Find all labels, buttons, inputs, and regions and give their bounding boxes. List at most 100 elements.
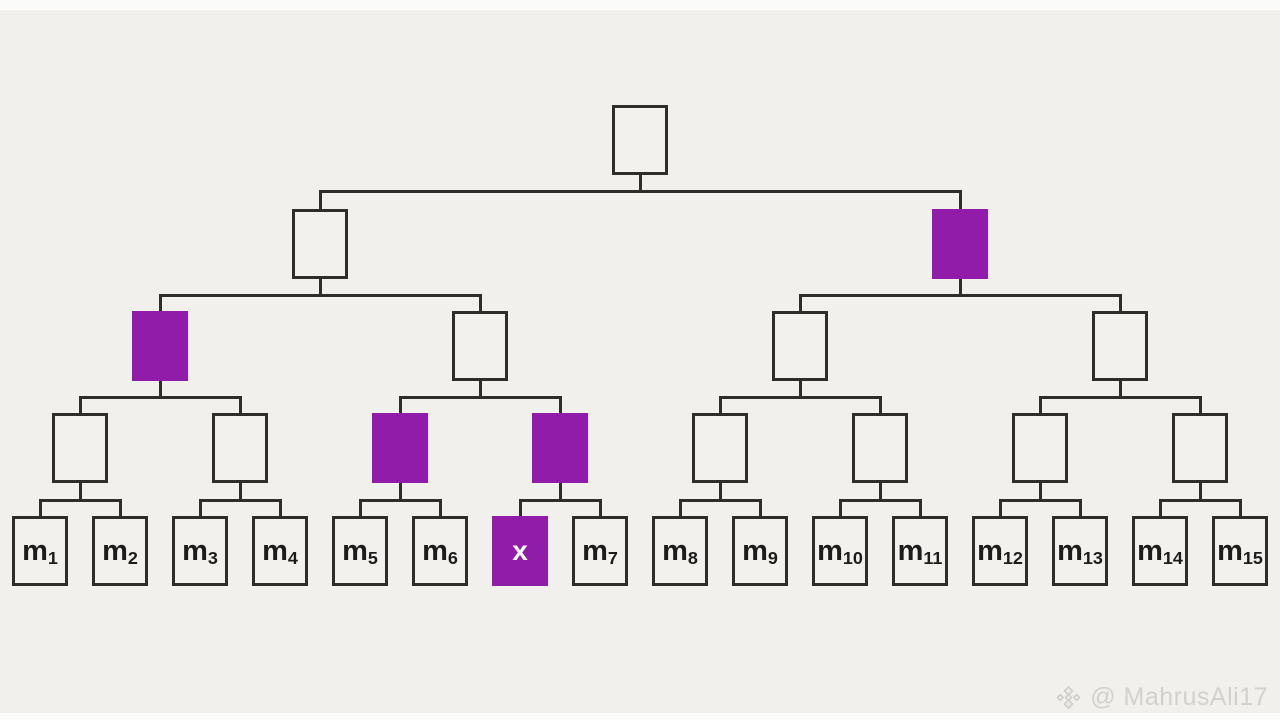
- tree-node: [612, 105, 668, 175]
- leaf-m11: m11: [892, 516, 948, 586]
- leaf-label: m8: [662, 534, 698, 568]
- leaf-label: m13: [1057, 534, 1103, 568]
- connector-line: [318, 277, 322, 297]
- leaf-m1: m1: [12, 516, 68, 586]
- connector-line: [958, 277, 962, 297]
- connector-line: [558, 481, 562, 502]
- connector-line: [678, 498, 682, 518]
- leaf-m2: m2: [92, 516, 148, 586]
- connector-line: [78, 481, 82, 502]
- connector-line: [758, 498, 762, 518]
- connector-line: [518, 498, 522, 518]
- connector-line: [638, 173, 642, 193]
- connector-line: [198, 498, 202, 518]
- leaf-m15: m15: [1212, 516, 1268, 586]
- top-frame-strip: [0, 0, 1280, 10]
- tree-node: [52, 413, 108, 483]
- connector-line: [558, 395, 562, 415]
- tree-node: [1012, 413, 1068, 483]
- leaf-m8: m8: [652, 516, 708, 586]
- watermark-text: @ MahrusAli17: [1090, 683, 1268, 711]
- watermark: @ MahrusAli17: [1055, 683, 1268, 712]
- connector-line: [358, 498, 362, 518]
- connector-line: [398, 395, 562, 399]
- connector-line: [38, 498, 42, 518]
- connector-line: [1118, 293, 1122, 313]
- connector-line: [1038, 395, 1042, 415]
- connector-line: [718, 395, 722, 415]
- connector-line: [958, 189, 962, 211]
- tree-node: [212, 413, 268, 483]
- connector-line: [1118, 379, 1122, 399]
- connector-line: [318, 189, 322, 211]
- leaf-m13: m13: [1052, 516, 1108, 586]
- connector-line: [998, 498, 1082, 502]
- tree-node: [1092, 311, 1148, 381]
- tree-node-highlighted: [372, 413, 428, 483]
- leaf-label: m14: [1137, 534, 1183, 568]
- binance-logo-icon: [1056, 686, 1081, 709]
- connector-line: [1198, 481, 1202, 502]
- tree-node-highlighted: [132, 311, 188, 381]
- connector-line: [918, 498, 922, 518]
- connector-line: [158, 379, 162, 399]
- connector-line: [718, 395, 882, 399]
- leaf-m3: m3: [172, 516, 228, 586]
- bottom-frame-strip: [0, 713, 1280, 720]
- connector-line: [438, 498, 442, 518]
- tree-node: [692, 413, 748, 483]
- leaf-label: m12: [977, 534, 1023, 568]
- leaf-label: m5: [342, 534, 378, 568]
- connector-line: [158, 293, 482, 297]
- connector-line: [358, 498, 442, 502]
- connector-line: [78, 395, 82, 415]
- connector-line: [798, 293, 1122, 297]
- connector-line: [478, 293, 482, 313]
- tree-node-highlighted: [532, 413, 588, 483]
- leaf-label: x: [512, 535, 528, 566]
- connector-line: [198, 498, 282, 502]
- connector-line: [1078, 498, 1082, 518]
- leaf-m5: m5: [332, 516, 388, 586]
- leaf-m7: m7: [572, 516, 628, 586]
- leaf-m12: m12: [972, 516, 1028, 586]
- connector-line: [1238, 498, 1242, 518]
- leaf-m6: m6: [412, 516, 468, 586]
- connector-line: [1198, 395, 1202, 415]
- connector-line: [1158, 498, 1242, 502]
- leaf-label: m15: [1217, 534, 1263, 568]
- connector-line: [998, 498, 1002, 518]
- connector-line: [1038, 481, 1042, 502]
- connector-line: [478, 379, 482, 399]
- leaf-label: m4: [262, 534, 298, 568]
- leaf-label: m10: [817, 534, 863, 568]
- leaf-m14: m14: [1132, 516, 1188, 586]
- tree-node: [772, 311, 828, 381]
- leaf-label: m7: [582, 534, 618, 568]
- tree-node: [452, 311, 508, 381]
- connector-line: [798, 379, 802, 399]
- connector-line: [678, 498, 762, 502]
- connector-line: [238, 481, 242, 502]
- connector-line: [1038, 395, 1202, 399]
- connector-line: [598, 498, 602, 518]
- connector-line: [838, 498, 842, 518]
- connector-line: [878, 481, 882, 502]
- connector-line: [238, 395, 242, 415]
- tree-node: [1172, 413, 1228, 483]
- connector-line: [398, 481, 402, 502]
- connector-line: [118, 498, 122, 518]
- leaf-label: m11: [897, 534, 943, 568]
- leaf-label: m1: [22, 534, 58, 568]
- connector-line: [158, 293, 162, 313]
- connector-line: [798, 293, 802, 313]
- leaf-m10: m10: [812, 516, 868, 586]
- connector-line: [398, 395, 402, 415]
- leaf-label: m6: [422, 534, 458, 568]
- leaf-label: m2: [102, 534, 138, 568]
- connector-line: [38, 498, 122, 502]
- leaf-m9: m9: [732, 516, 788, 586]
- connector-line: [878, 395, 882, 415]
- tree-node-highlighted: [932, 209, 988, 279]
